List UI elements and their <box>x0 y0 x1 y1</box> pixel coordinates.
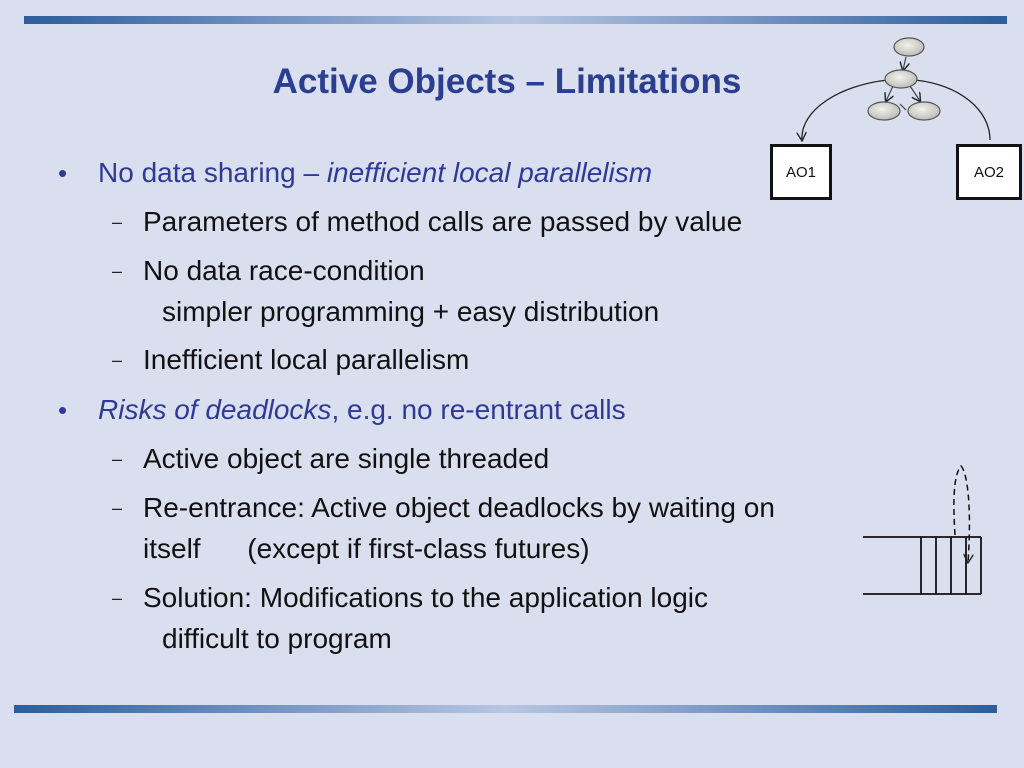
bullet-2-sub-1: Active object are single threaded <box>143 443 550 474</box>
sub-dash: – <box>112 588 123 608</box>
bullet-1-prefix: No data sharing – <box>98 157 327 188</box>
graph-node <box>893 37 925 57</box>
sub-dash: – <box>112 498 123 518</box>
bullet-2-sub-3-cont: difficult to program <box>162 623 392 654</box>
bottom-rule <box>14 705 997 713</box>
bullet-1-sub-1: Parameters of method calls are passed by… <box>143 206 743 237</box>
sub-dash: – <box>112 350 123 370</box>
bullet-2-sub-2: Re-entrance: Active object deadlocks by … <box>143 492 775 523</box>
bullet-1-sub-2: No data race-condition <box>143 255 425 286</box>
bullet-dot: • <box>58 158 68 188</box>
bullet-2-sub-3: Solution: Modifications to the applicati… <box>143 582 709 613</box>
bullet-1: No data sharing – inefficient local para… <box>98 156 652 190</box>
bullet-2-italic: Risks of deadlocks <box>98 394 332 425</box>
ao1-box: AO1 <box>770 144 832 200</box>
bullet-1-italic: inefficient local parallelism <box>326 157 653 188</box>
bullet-1-sub-2-cont: simpler programming + easy distribution <box>162 296 660 327</box>
bullet-1-sub-3: Inefficient local parallelism <box>143 344 470 375</box>
top-rule <box>24 16 1007 24</box>
sub-dash: – <box>112 261 123 281</box>
bullet-dot: • <box>58 395 68 425</box>
bullet-2-suffix: , e.g. no re-entrant calls <box>331 394 626 425</box>
sub-dash: – <box>112 212 123 232</box>
sub-dash: – <box>112 449 123 469</box>
slide-title: Active Objects – Limitations <box>272 62 742 101</box>
bullet-2: Risks of deadlocks, e.g. no re-entrant c… <box>98 393 626 427</box>
self-call-loop <box>953 464 970 562</box>
bullet-2-sub-2-cont: itself (except if first-class futures) <box>143 533 590 564</box>
ao2-box: AO2 <box>956 144 1022 200</box>
